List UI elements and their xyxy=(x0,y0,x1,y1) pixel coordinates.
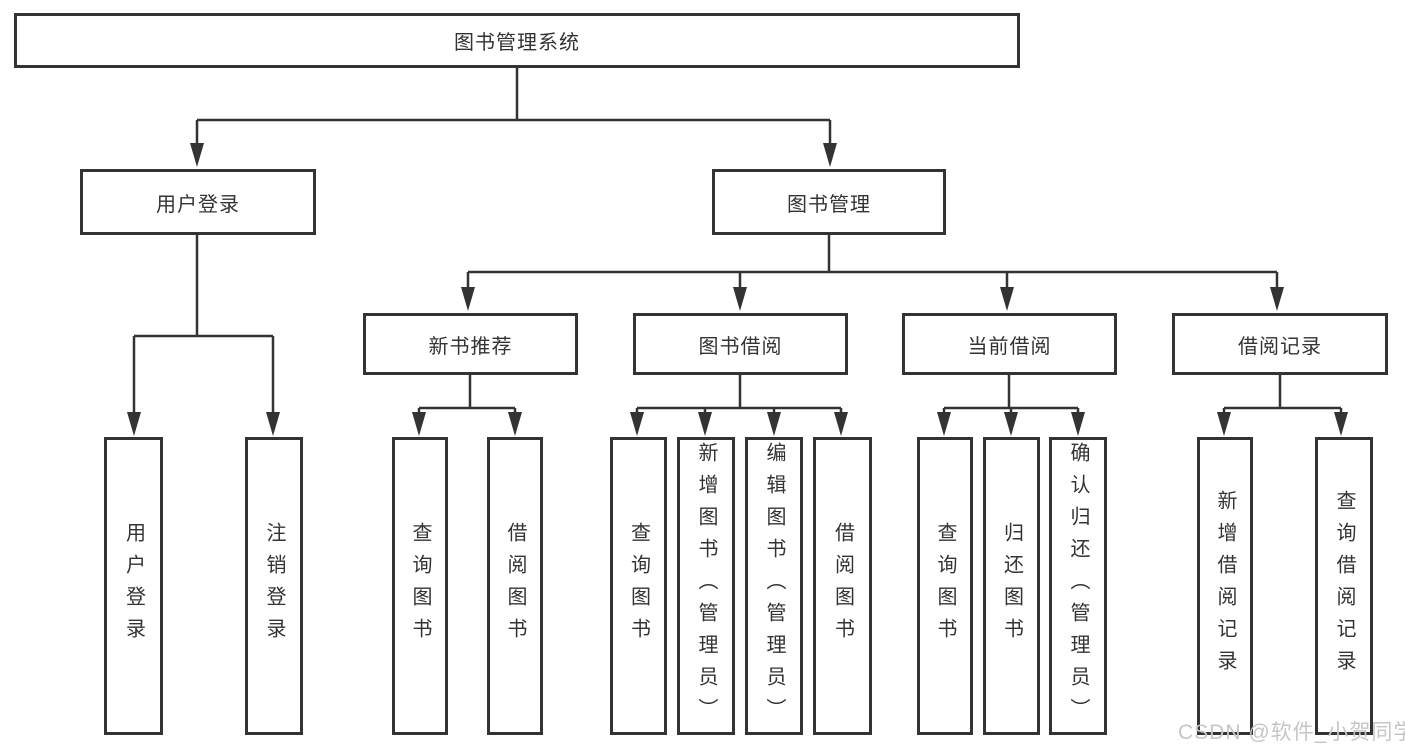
connector-borrow-records-to-leaves xyxy=(1222,375,1343,414)
leaf-query-books-recommend-label: 查询图书 xyxy=(409,522,431,650)
leaf-borrow-books-recommend: 借阅图书 xyxy=(487,437,543,735)
leaf-query-books-current-label: 查询图书 xyxy=(934,522,956,650)
leaf-add-book-admin: 新增图书（管理员） xyxy=(677,437,735,735)
leaf-query-borrow-record-label: 查询借阅记录 xyxy=(1333,490,1355,682)
leaf-add-book-admin-label: 新增图书（管理员） xyxy=(695,442,717,730)
leaf-confirm-return-admin: 确认归还（管理员） xyxy=(1049,437,1107,735)
leaf-return-book: 归还图书 xyxy=(983,437,1040,735)
leaf-logout: 注销登录 xyxy=(245,437,303,735)
leaf-query-books-recommend: 查询图书 xyxy=(392,437,448,735)
leaf-logout-label: 注销登录 xyxy=(263,522,285,650)
leaf-query-books-current: 查询图书 xyxy=(917,437,973,735)
node-current-borrow: 当前借阅 xyxy=(902,313,1117,375)
connector-user-login-to-leaves xyxy=(132,234,275,413)
connector-current-borrow-to-leaves xyxy=(942,375,1080,414)
connector-new-book-recommend-to-leaves xyxy=(417,375,517,414)
leaf-user-login-label: 用户登录 xyxy=(122,522,145,650)
leaf-query-books-borrow: 查询图书 xyxy=(610,437,667,735)
leaf-confirm-return-admin-label: 确认归还（管理员） xyxy=(1067,442,1089,730)
leaf-borrow-books-recommend-label: 借阅图书 xyxy=(504,522,526,650)
leaf-edit-book-admin: 编辑图书（管理员） xyxy=(745,437,803,735)
node-book-borrow: 图书借阅 xyxy=(633,313,848,375)
connector-root-to-level2 xyxy=(195,67,832,145)
leaf-add-borrow-record-label: 新增借阅记录 xyxy=(1214,490,1236,682)
node-user-login: 用户登录 xyxy=(80,169,316,235)
leaf-add-borrow-record: 新增借阅记录 xyxy=(1197,437,1253,735)
connector-book-borrow-to-leaves xyxy=(635,375,843,414)
connector-book-management-to-level3 xyxy=(466,234,1279,290)
node-new-book-recommend: 新书推荐 xyxy=(363,313,578,375)
node-borrow-records: 借阅记录 xyxy=(1172,313,1388,375)
leaf-query-borrow-record: 查询借阅记录 xyxy=(1315,437,1373,735)
arrowheads xyxy=(127,143,1348,436)
leaf-query-books-borrow-label: 查询图书 xyxy=(627,522,650,650)
leaf-user-login: 用户登录 xyxy=(104,437,163,735)
node-root-library-system: 图书管理系统 xyxy=(14,13,1020,68)
csdn-watermark: CSDN @软件_小贺同学 xyxy=(1178,721,1405,744)
leaf-borrow-books: 借阅图书 xyxy=(813,437,872,735)
leaf-edit-book-admin-label: 编辑图书（管理员） xyxy=(763,442,785,730)
leaf-return-book-label: 归还图书 xyxy=(1000,522,1023,650)
node-book-management: 图书管理 xyxy=(712,169,946,235)
leaf-borrow-books-label: 借阅图书 xyxy=(831,522,854,650)
